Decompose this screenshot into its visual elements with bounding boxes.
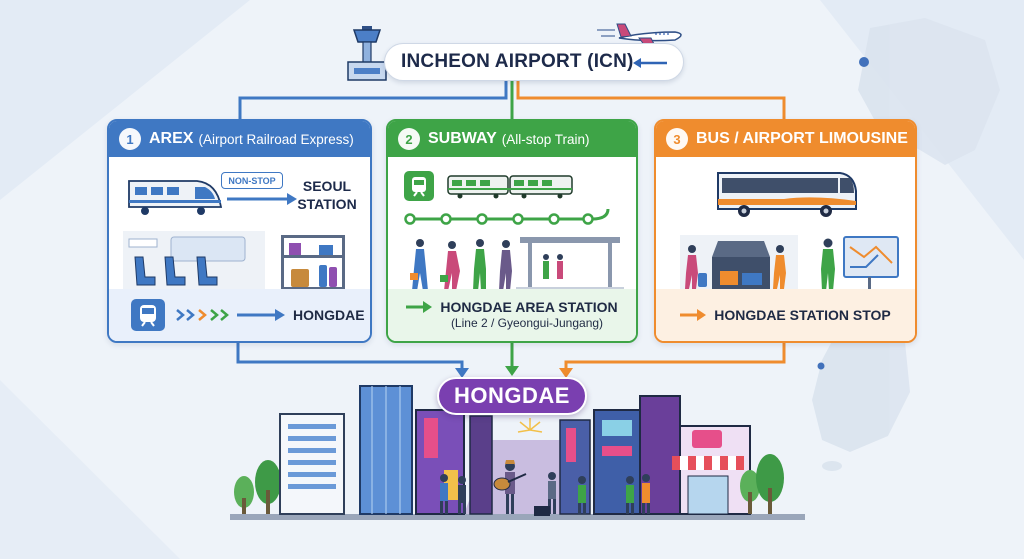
arrow-left-icon xyxy=(633,58,667,68)
route-card-arex[interactable]: 1 AREX (Airport Railroad Express) NON-ST… xyxy=(107,119,372,343)
airport-title: INCHEON AIRPORT (ICN) xyxy=(384,43,684,81)
street-performer-icon xyxy=(493,460,550,516)
route-number: 1 xyxy=(119,128,141,150)
route-note: (Airport Railroad Express) xyxy=(198,131,354,147)
fireworks-icon xyxy=(517,418,543,433)
route-name: SUBWAY xyxy=(428,130,497,147)
destination-title: HONGDAE xyxy=(437,377,587,415)
route-footer-label: HONGDAE AREA STATION xyxy=(440,299,618,315)
route-name: AREX xyxy=(149,130,194,147)
route-card-bus[interactable]: 3 BUS / AIRPORT LIMOUSINE HONGDAE STATIO… xyxy=(654,119,917,343)
route-card-header: 1 AREX (Airport Railroad Express) xyxy=(109,121,370,157)
destination-line-1: SEOUL xyxy=(302,178,352,194)
route-card-footer: HONGDAE STATION STOP xyxy=(656,289,915,341)
route-card-footer: HONGDAE xyxy=(109,289,370,341)
express-train-icon xyxy=(128,180,223,215)
luggage-rack-icon xyxy=(281,235,345,290)
shop-awning-icon xyxy=(672,456,744,470)
destination-line-2: STATION xyxy=(297,196,357,212)
train-icon xyxy=(131,299,165,331)
passengers-icon xyxy=(410,239,512,291)
route-footer-label: HONGDAE xyxy=(293,307,365,323)
hongdae-street-illustration xyxy=(230,385,805,520)
route-card-header: 2 SUBWAY (All-stop Train) xyxy=(388,121,636,157)
subway-sign-icon xyxy=(404,171,434,201)
route-name: BUS / AIRPORT LIMOUSINE xyxy=(696,130,908,147)
arrow-right-icon xyxy=(406,301,433,313)
bus-icon xyxy=(717,172,857,217)
tree-icon xyxy=(234,460,281,514)
route-map-board-icon xyxy=(821,236,899,291)
non-stop-badge: NON-STOP xyxy=(221,172,283,189)
train-interior-icon xyxy=(123,231,265,293)
route-number: 2 xyxy=(398,128,420,150)
airport-name: INCHEON AIRPORT (ICN) xyxy=(401,51,634,72)
arrow-right-icon xyxy=(227,193,297,205)
platform-icon xyxy=(516,237,624,293)
pedestrians-icon xyxy=(440,472,650,514)
chevrons-right-icon xyxy=(176,309,285,321)
route-number: 3 xyxy=(666,128,688,150)
route-note: (All-stop Train) xyxy=(501,131,590,147)
route-footer-label: HONGDAE STATION STOP xyxy=(714,307,891,323)
subway-line-stops-icon xyxy=(404,208,610,225)
subway-train-icon xyxy=(447,175,573,199)
route-card-header: 3 BUS / AIRPORT LIMOUSINE xyxy=(656,121,915,157)
luggage-loading-icon xyxy=(680,235,798,291)
control-tower-icon xyxy=(347,26,387,81)
seoul-station-label: SEOUL STATION xyxy=(297,177,357,213)
route-card-subway[interactable]: 2 SUBWAY (All-stop Train) xyxy=(386,119,638,343)
route-footer-sublabel: (Line 2 / Gyeongui-Jungang) xyxy=(450,316,604,330)
route-card-footer: HONGDAE AREA STATION (Line 2 / Gyeongui-… xyxy=(388,289,636,341)
arrow-right-icon xyxy=(680,309,707,321)
